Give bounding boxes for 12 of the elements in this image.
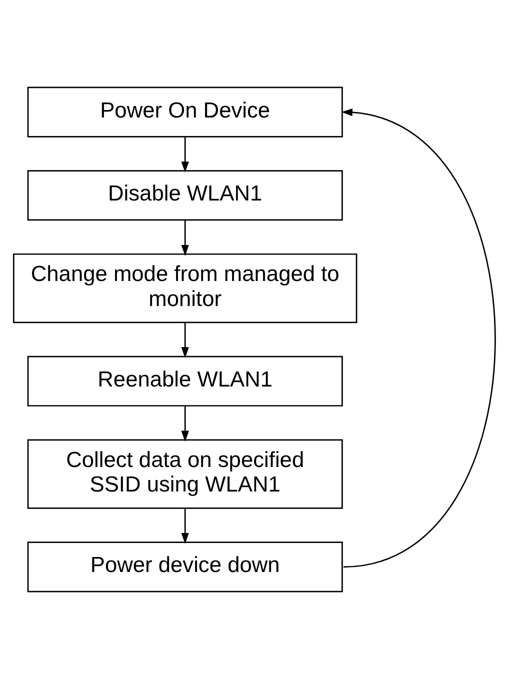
node-box: Power On Device — [27, 86, 343, 138]
arrow — [181, 136, 189, 173]
node-box: Disable WLAN1 — [27, 170, 343, 221]
node-box: Reenable WLAN1 — [27, 356, 343, 406]
node-box: Collect data on specified SSID using WLAN1 — [27, 439, 343, 509]
arrow — [181, 220, 189, 256]
arrow — [181, 406, 189, 442]
arrow — [342, 108, 496, 568]
arrow — [181, 322, 189, 358]
arrow — [181, 508, 189, 544]
node-box: Change mode from managed to monitor — [12, 253, 358, 324]
node-box: Power device down — [27, 542, 343, 592]
